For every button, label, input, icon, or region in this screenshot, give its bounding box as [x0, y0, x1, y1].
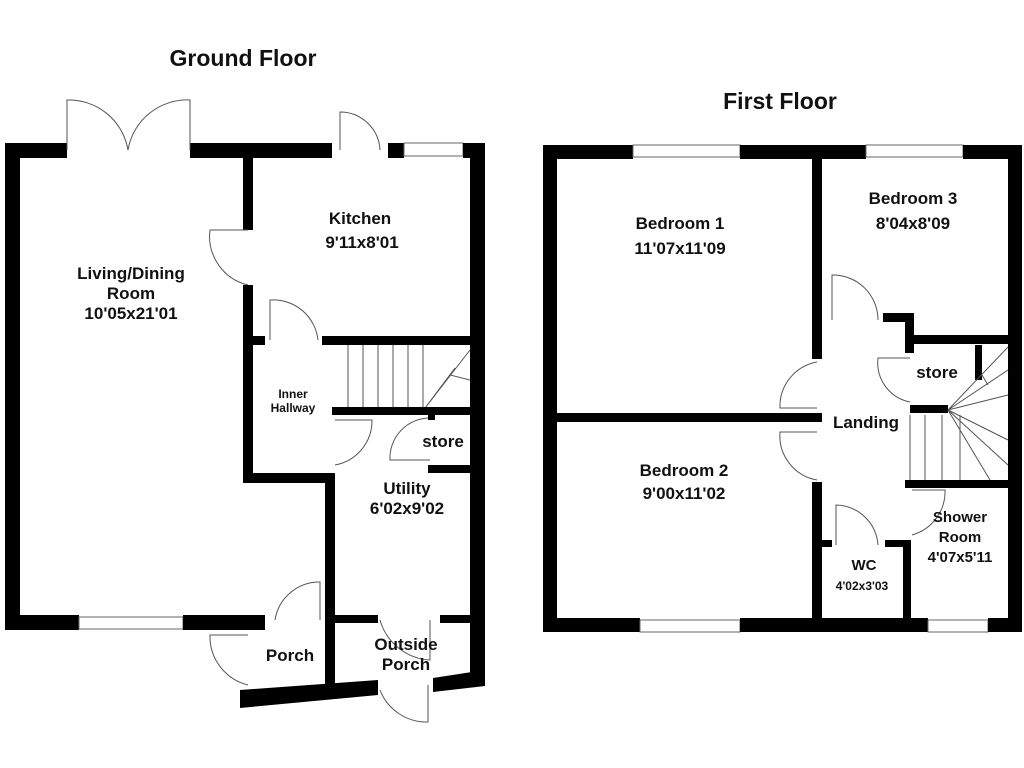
door: [274, 581, 321, 621]
staircase: [347, 345, 471, 410]
wall: [543, 145, 633, 159]
wall: [5, 615, 79, 630]
bedroom2-name: Bedroom 2: [640, 461, 729, 480]
outside-porch-name: Porch: [382, 655, 430, 674]
door: [209, 229, 249, 286]
shower-room-name: Shower: [933, 509, 987, 526]
wc-size: 4'02x3'03: [836, 579, 889, 593]
wall: [905, 313, 914, 353]
wall: [440, 615, 472, 623]
outside-porch-name: Outside: [374, 635, 437, 654]
wall: [5, 143, 20, 630]
ground-floor-title: Ground Floor: [170, 45, 317, 71]
door: [269, 299, 319, 341]
living-room-size: 10'05x21'01: [84, 304, 177, 323]
french-door: [66, 99, 191, 151]
window: [78, 616, 184, 630]
wall: [740, 145, 866, 159]
wall: [883, 313, 913, 322]
wall: [885, 540, 907, 547]
staircase: [909, 346, 1009, 481]
wall: [240, 680, 378, 708]
bedroom2-size: 9'00x11'02: [643, 484, 726, 503]
wall: [812, 159, 822, 359]
door: [911, 489, 946, 536]
wall: [905, 480, 1010, 488]
wall: [325, 475, 335, 690]
wall: [243, 285, 253, 483]
wall: [190, 143, 332, 158]
wall: [543, 618, 640, 632]
wall: [332, 407, 472, 415]
wall: [822, 540, 832, 547]
door: [779, 431, 818, 481]
living-room-name: Living/Dining: [77, 264, 185, 283]
wall: [428, 465, 472, 473]
wall: [325, 615, 378, 623]
window: [403, 142, 464, 157]
door: [379, 685, 429, 723]
wall: [963, 145, 1022, 159]
wall: [243, 473, 335, 483]
wall: [543, 145, 557, 632]
kitchen-size: 9'11x8'01: [325, 233, 398, 252]
wall: [433, 670, 485, 692]
wall: [905, 335, 1010, 344]
wall: [812, 482, 822, 618]
door: [334, 419, 373, 466]
bedroom3-name: Bedroom 3: [869, 189, 958, 208]
door: [339, 111, 381, 151]
wall: [322, 336, 472, 345]
window: [639, 619, 741, 633]
wall: [1008, 145, 1022, 632]
wall: [388, 143, 404, 158]
living-room-name: Room: [107, 284, 155, 303]
wall: [910, 405, 948, 413]
bedroom1-name: Bedroom 1: [636, 214, 725, 233]
inner-hallway-name: Hallway: [271, 401, 316, 415]
window: [632, 144, 741, 158]
wall: [740, 618, 928, 632]
inner-hallway-name: Inner: [278, 387, 308, 401]
door: [835, 504, 879, 546]
wall: [470, 143, 485, 673]
utility-name: Utility: [383, 479, 431, 498]
store-name: store: [422, 432, 464, 451]
wall: [988, 618, 1022, 632]
window: [865, 144, 964, 158]
window: [927, 619, 989, 633]
door: [389, 417, 431, 461]
shower-room-name: Room: [939, 529, 982, 546]
wall: [5, 143, 67, 158]
wall: [557, 413, 822, 422]
door: [779, 361, 818, 409]
wall: [428, 412, 435, 420]
wall: [903, 540, 911, 620]
door: [877, 357, 911, 403]
door: [379, 619, 431, 661]
utility-size: 6'02x9'02: [370, 499, 444, 518]
shower-room-size: 4'07x5'11: [928, 549, 993, 566]
kitchen-name: Kitchen: [329, 209, 391, 228]
first-floor-title: First Floor: [723, 88, 837, 114]
wall: [253, 336, 265, 345]
first-floor-plan: First Floor Bedroo: [543, 88, 1022, 633]
wall: [243, 158, 253, 230]
bedroom1-size: 11'07x11'09: [634, 239, 725, 258]
bedroom3-size: 8'04x8'09: [876, 214, 950, 233]
landing-name: Landing: [833, 413, 899, 432]
wall: [183, 615, 265, 630]
ground-floor-plan: Ground Floor: [5, 45, 485, 723]
wall: [975, 345, 982, 380]
porch-name: Porch: [266, 646, 314, 665]
door: [831, 274, 879, 321]
door: [209, 634, 249, 686]
wc-name: WC: [852, 557, 877, 574]
store-name: store: [916, 363, 958, 382]
